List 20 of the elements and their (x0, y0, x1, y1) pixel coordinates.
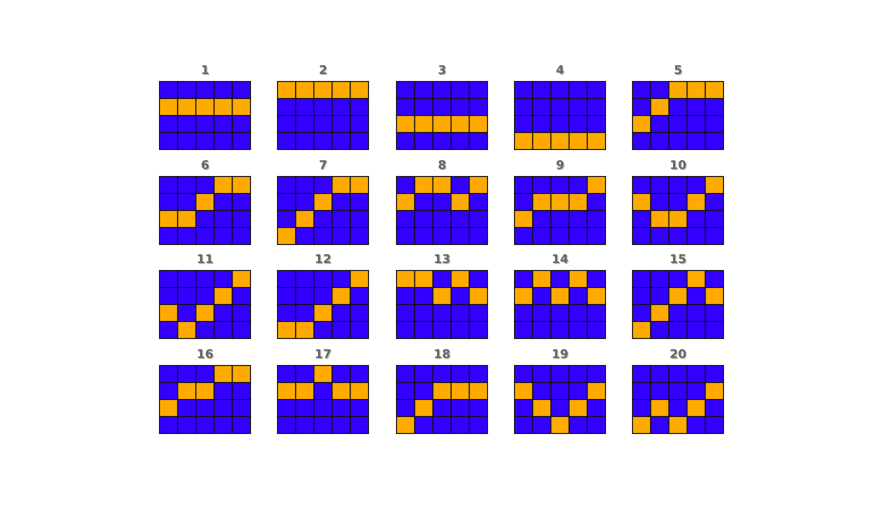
line-number: 18 (432, 347, 452, 361)
line-number: 8 (436, 158, 448, 172)
line-number: 11 (196, 252, 214, 266)
line-number: 6 (200, 158, 210, 172)
line-number: 5 (672, 63, 684, 77)
line-number: 3 (436, 63, 448, 77)
line-number: 17 (314, 347, 332, 361)
line-number: 7 (318, 158, 328, 172)
line-number: 14 (550, 252, 570, 266)
line-number: 16 (196, 347, 214, 361)
line-number: 13 (432, 252, 452, 266)
line-number: 15 (668, 252, 688, 266)
line-number: 19 (550, 347, 570, 361)
line-number: 9 (554, 158, 566, 172)
line-number: 20 (668, 347, 688, 361)
line-number: 10 (668, 158, 688, 172)
line-number: 1 (200, 63, 210, 77)
line-number: 12 (314, 252, 332, 266)
line-number: 2 (318, 63, 328, 77)
line-number: 4 (554, 63, 566, 77)
